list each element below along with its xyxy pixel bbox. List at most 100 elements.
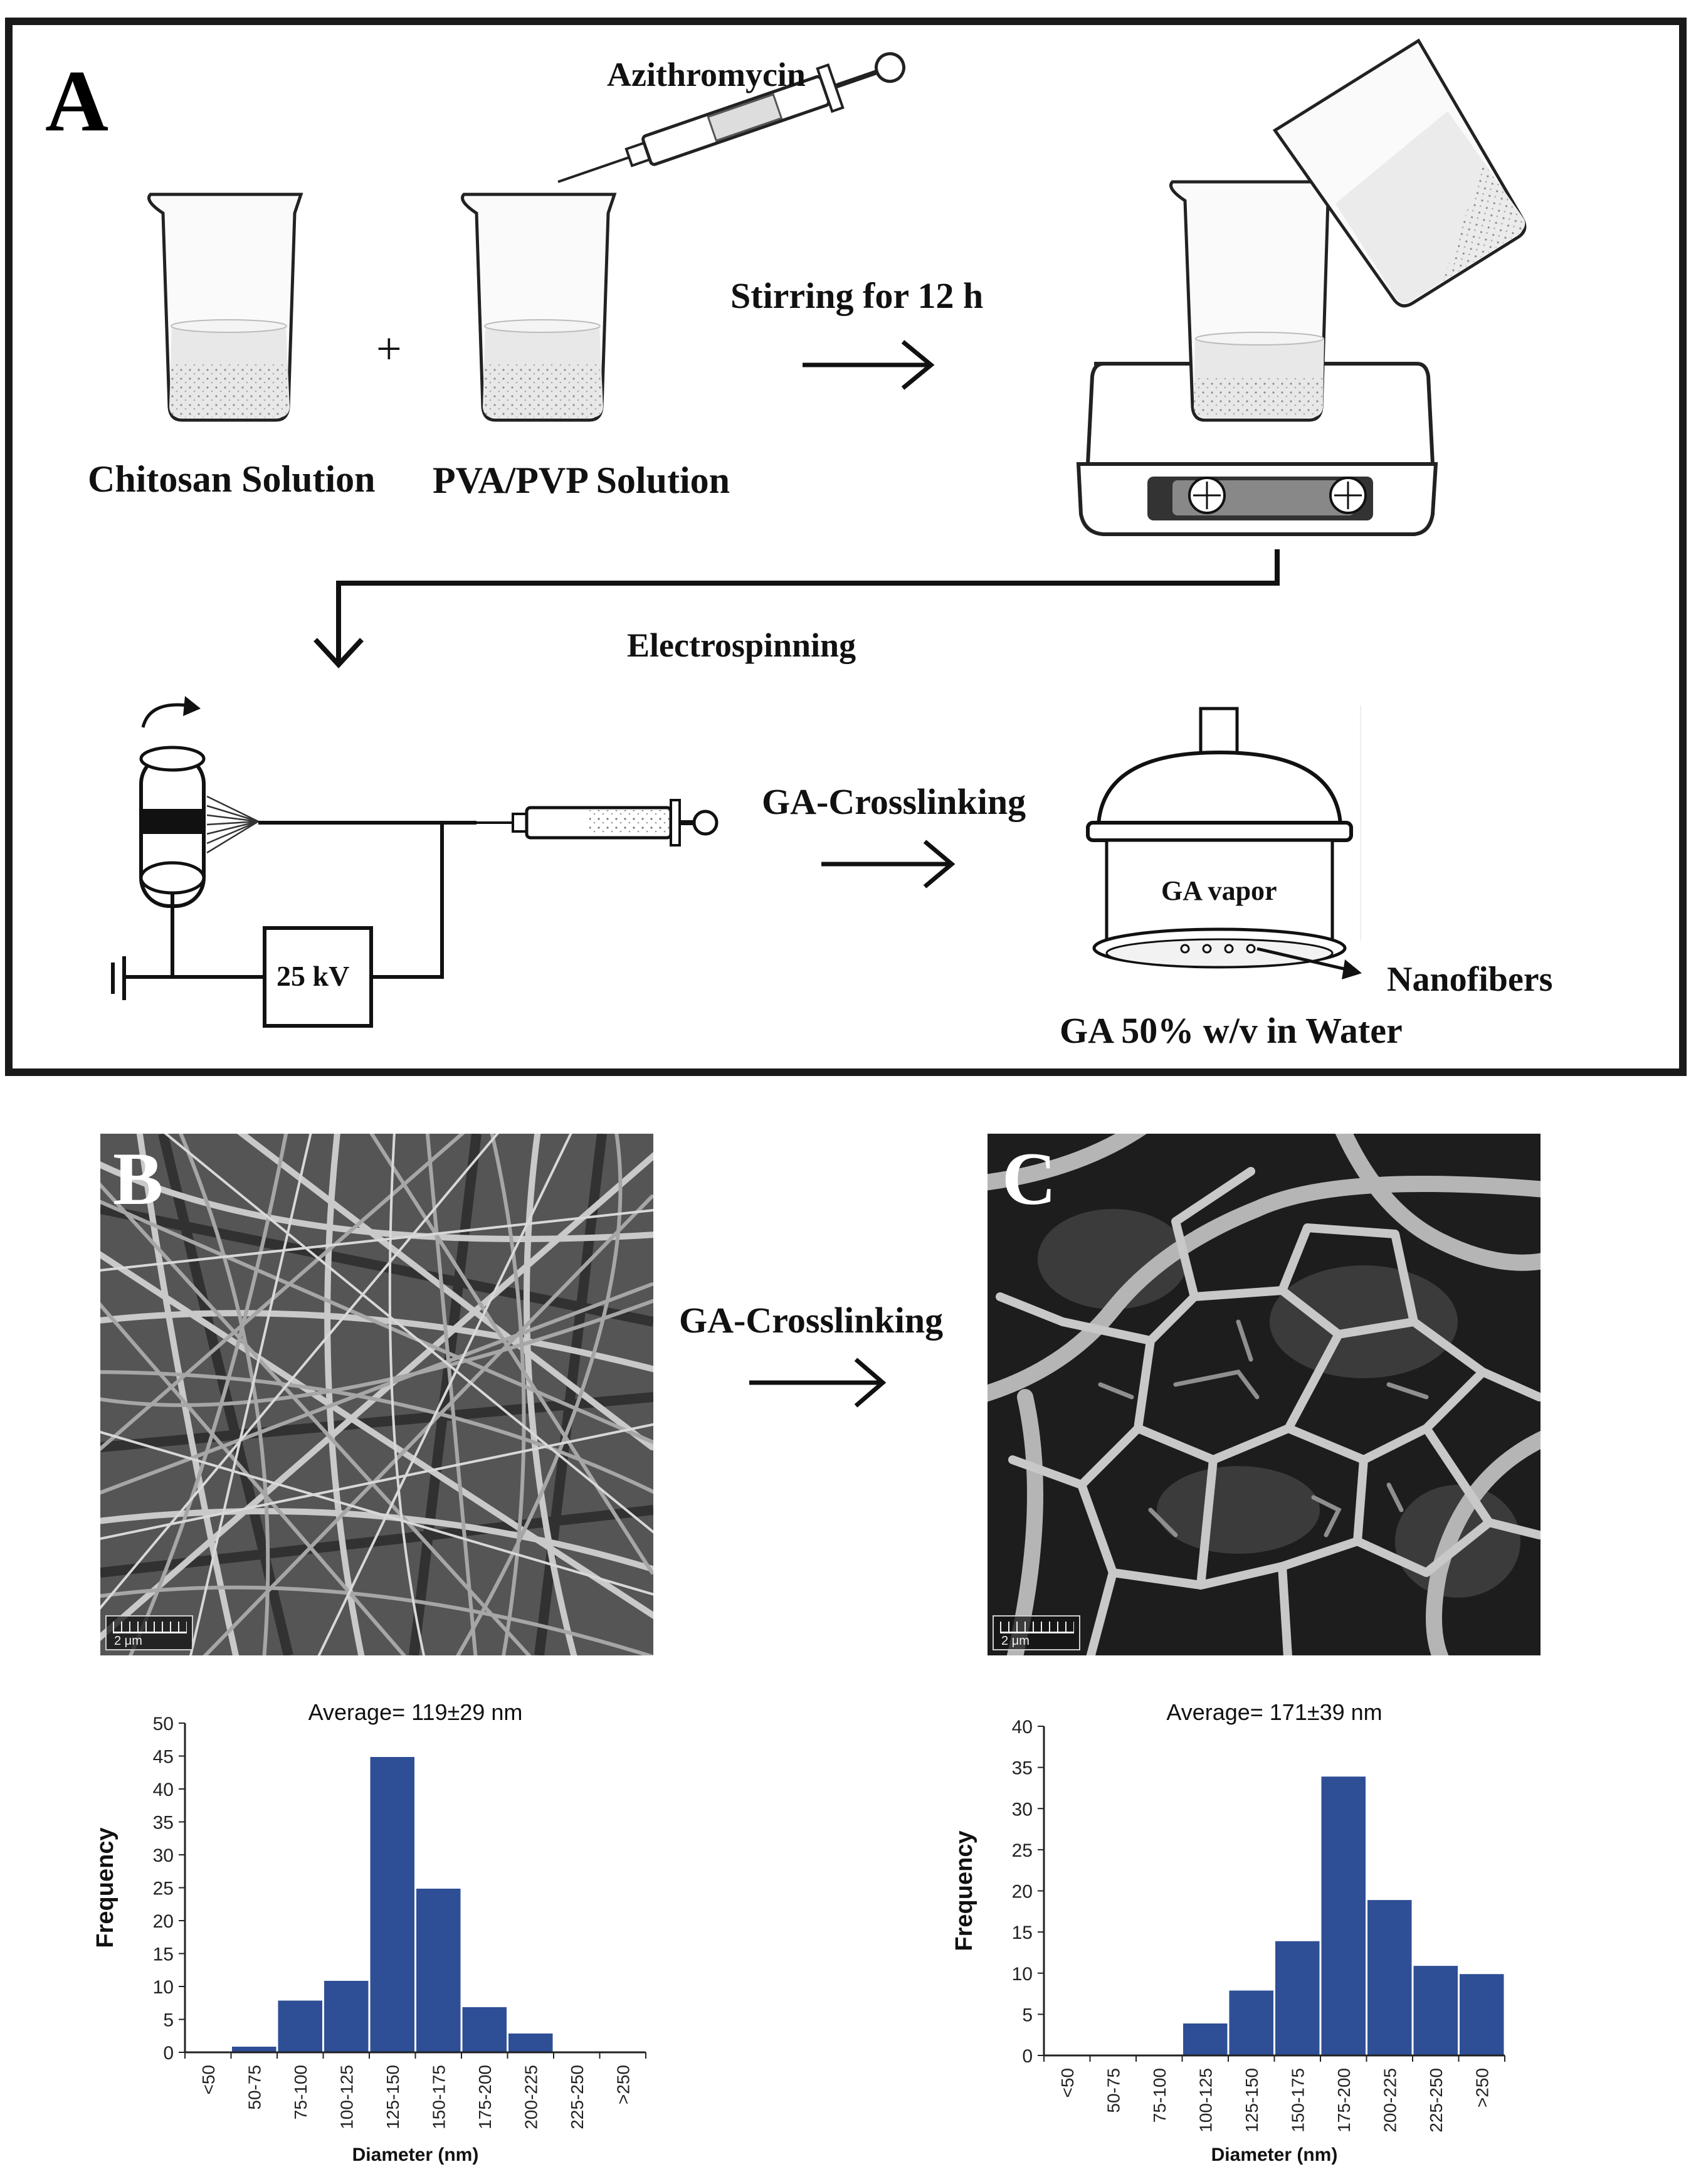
y-tick-label: 35 <box>1012 1758 1033 1779</box>
x-tick-label: >250 <box>613 2065 633 2104</box>
x-axis-label: Diameter (nm) <box>1211 2144 1338 2165</box>
azithromycin-syringe-icon <box>557 52 905 183</box>
y-tick-label: 5 <box>1022 2005 1033 2025</box>
scale-bar-b: 2 μm <box>105 1615 193 1650</box>
collector-drum-icon <box>139 696 259 908</box>
crosslinking-arrow-icon <box>821 840 956 889</box>
x-tick-label: 100-125 <box>1196 2068 1215 2133</box>
histogram-bar <box>1181 2022 1230 2057</box>
y-tick-label: 40 <box>1012 1717 1033 1738</box>
stirring-arrow-icon <box>803 340 935 390</box>
plus-sign: + <box>376 324 402 374</box>
panel-a-letter: A <box>45 53 109 150</box>
azithromycin-label: Azithromycin <box>607 56 806 93</box>
histogram-bar <box>230 2045 278 2054</box>
y-tick-label: 0 <box>163 2043 174 2064</box>
nanofibers-label: Nanofibers <box>1387 960 1553 999</box>
histogram-bar <box>322 1979 371 2054</box>
pva-pvp-solution-label: PVA/PVP Solution <box>433 460 730 501</box>
flow-connector-icon <box>313 549 1280 668</box>
ga-solution-label: GA 50% w/v in Water <box>1060 1010 1403 1051</box>
x-tick-label: >250 <box>1472 2068 1492 2108</box>
x-tick-label: 50-75 <box>1103 2068 1123 2113</box>
y-tick-label: 45 <box>153 1747 174 1768</box>
x-tick-label: 125-150 <box>383 2065 403 2129</box>
x-tick-label: 75-100 <box>1150 2068 1169 2123</box>
scale-bar-b-label: 2 μm <box>114 1634 142 1648</box>
x-tick-label: 150-175 <box>429 2065 448 2129</box>
histogram-bar <box>507 2032 555 2054</box>
y-axis-label: Frequency <box>951 1830 977 1951</box>
middle-crosslinking-label: GA-Crosslinking <box>679 1300 944 1341</box>
x-tick-label: 100-125 <box>337 2065 356 2129</box>
y-tick-label: 25 <box>153 1879 174 1899</box>
histogram-bar <box>1411 1964 1460 2057</box>
histogram-bar <box>1273 1939 1322 2057</box>
y-tick-label: 25 <box>1012 1840 1033 1861</box>
pouring-beaker-icon <box>1272 38 1527 308</box>
histogram-bar <box>1458 1972 1506 2057</box>
power-supply-box <box>263 926 373 1028</box>
scale-ticks <box>1000 1622 1074 1633</box>
x-tick-label: 175-200 <box>475 2065 495 2129</box>
panel-c-letter: C <box>1002 1137 1056 1220</box>
middle-crosslinking-arrow-icon <box>749 1358 887 1408</box>
x-tick-label: 200-225 <box>1380 2068 1399 2133</box>
y-tick-label: 10 <box>1012 1964 1033 1985</box>
y-tick-label: 15 <box>1012 1923 1033 1943</box>
mixing-beaker-icon <box>1169 180 1338 422</box>
y-tick-label: 40 <box>153 1780 174 1800</box>
scale-bar-c-label: 2 μm <box>1001 1634 1030 1648</box>
y-tick-label: 10 <box>153 1977 174 1998</box>
stirring-label: Stirring for 12 h <box>730 275 984 316</box>
y-tick-label: 5 <box>163 2010 174 2031</box>
x-tick-label: <50 <box>1058 2068 1077 2098</box>
panel-b-letter: B <box>113 1137 164 1220</box>
histogram-bar <box>276 1998 324 2054</box>
y-tick-label: 50 <box>153 1714 174 1734</box>
histogram-bar <box>368 1755 416 2054</box>
x-tick-label: 75-100 <box>291 2065 310 2119</box>
x-tick-label: 225-250 <box>1426 2068 1446 2133</box>
y-tick-label: 20 <box>153 1911 174 1932</box>
chitosan-solution-label: Chitosan Solution <box>88 458 376 500</box>
x-tick-label: 50-75 <box>245 2065 264 2110</box>
x-tick-label: 175-200 <box>1334 2068 1354 2133</box>
scale-ticks <box>113 1622 187 1633</box>
desiccator-icon <box>1086 705 1361 969</box>
chitosan-beaker-icon <box>147 193 303 422</box>
electrospinning-syringe-icon <box>477 799 719 847</box>
y-tick-label: 20 <box>1012 1882 1033 1902</box>
ga-vapor-label: GA vapor <box>1161 875 1277 906</box>
process-diagram <box>111 38 1527 1028</box>
sem-image-crosslinked: 2 μm <box>988 1134 1541 1655</box>
magnetic-stirrer-icon <box>1076 362 1438 536</box>
pva-pvp-beaker-icon <box>461 193 617 422</box>
x-tick-label: 150-175 <box>1288 2068 1307 2133</box>
histogram-bar <box>460 2005 508 2054</box>
electrospinning-label: Electrospinning <box>627 626 856 664</box>
sem-image-uncrosslinked: 2 μm <box>100 1134 653 1655</box>
scale-bar-c: 2 μm <box>993 1615 1080 1650</box>
panel-a-frame <box>5 18 1687 1076</box>
x-tick-label: 225-250 <box>567 2065 587 2129</box>
y-tick-label: 0 <box>1022 2046 1033 2067</box>
histogram-bar <box>1319 1775 1367 2057</box>
chart-title: Average= 119±29 nm <box>308 1704 523 1725</box>
y-tick-label: 35 <box>153 1813 174 1833</box>
x-tick-label: <50 <box>199 2065 218 2095</box>
nanofibers-pointer-icon <box>1256 947 1362 979</box>
x-axis-label: Diameter (nm) <box>352 2144 479 2165</box>
electrical-circuit-icon <box>111 821 477 1000</box>
histogram-bar <box>1366 1898 1414 2057</box>
histogram-uncrosslinked: Average= 119±29 nm 0 5 10 15 20 25 30 35 40 45 50 <5… <box>92 1704 646 2165</box>
y-tick-label: 30 <box>1012 1799 1033 1820</box>
panel-a-crosslinking-label: GA-Crosslinking <box>762 781 1026 822</box>
y-tick-label: 15 <box>153 1944 174 1965</box>
histogram-bar <box>1227 1988 1275 2057</box>
y-tick-label: 30 <box>153 1845 174 1866</box>
histogram-bar <box>414 1887 463 2054</box>
x-tick-label: 125-150 <box>1242 2068 1261 2133</box>
voltage-label: 25 kV <box>277 960 350 992</box>
